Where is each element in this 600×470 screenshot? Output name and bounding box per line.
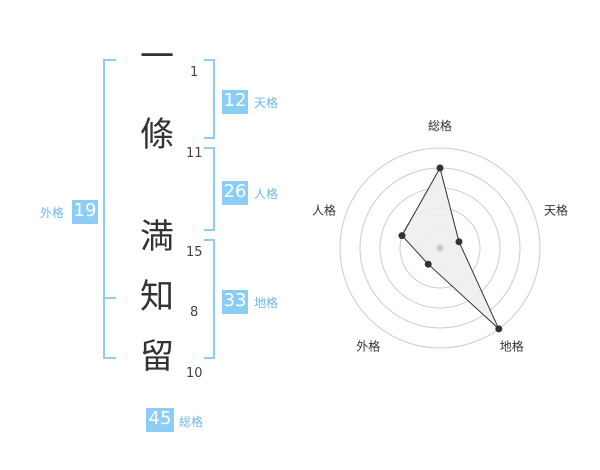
soukaku-label: 総格 <box>179 415 204 429</box>
stroke-count-5: 10 <box>186 366 203 381</box>
name-char-2: 條 <box>140 115 174 155</box>
radar-series-area <box>401 166 500 330</box>
stroke-count-4: 8 <box>190 305 199 320</box>
radar-axis-label-2: 天格 <box>544 202 568 217</box>
radar-axis-label-1: 総格 <box>428 118 452 133</box>
gaikaku-label: 外格 <box>40 206 65 220</box>
radar-point-3 <box>495 325 503 333</box>
radar-axis-label-4: 外格 <box>356 339 380 354</box>
gaikaku-value: 19 <box>72 200 98 224</box>
jinkaku-value: 26 <box>222 181 248 205</box>
name-char-3: 満 <box>140 217 174 257</box>
radar-axis-label-3: 地格 <box>500 339 524 354</box>
radar-grid-ring-5 <box>339 147 541 349</box>
stroke-count-2: 11 <box>186 146 203 161</box>
tenkaku-value: 12 <box>222 90 248 114</box>
tenkaku-label: 天格 <box>254 96 279 110</box>
jinkaku-label: 人格 <box>254 187 279 201</box>
soukaku-value: 45 <box>146 408 174 432</box>
stroke-count-3: 15 <box>186 245 203 260</box>
radar-center-dot <box>436 244 444 252</box>
name-char-5: 留 <box>140 337 174 377</box>
name-char-1: 一 <box>140 37 174 77</box>
chikaku-bracket <box>204 239 215 359</box>
radar-point-2 <box>455 238 463 246</box>
chikaku-value: 33 <box>222 290 248 314</box>
tenkaku-bracket <box>204 59 215 139</box>
brackets <box>103 59 215 359</box>
gaikaku-bracket <box>103 59 116 359</box>
name-char-4: 知 <box>140 277 174 317</box>
jinkaku-bracket <box>204 147 215 231</box>
radar-point-1 <box>436 164 444 172</box>
radar-point-4 <box>424 260 432 268</box>
chikaku-label: 地格 <box>254 296 279 310</box>
radar-point-5 <box>398 232 406 240</box>
stroke-count-1: 1 <box>190 65 199 80</box>
radar-axis-label-5: 人格 <box>312 202 336 217</box>
